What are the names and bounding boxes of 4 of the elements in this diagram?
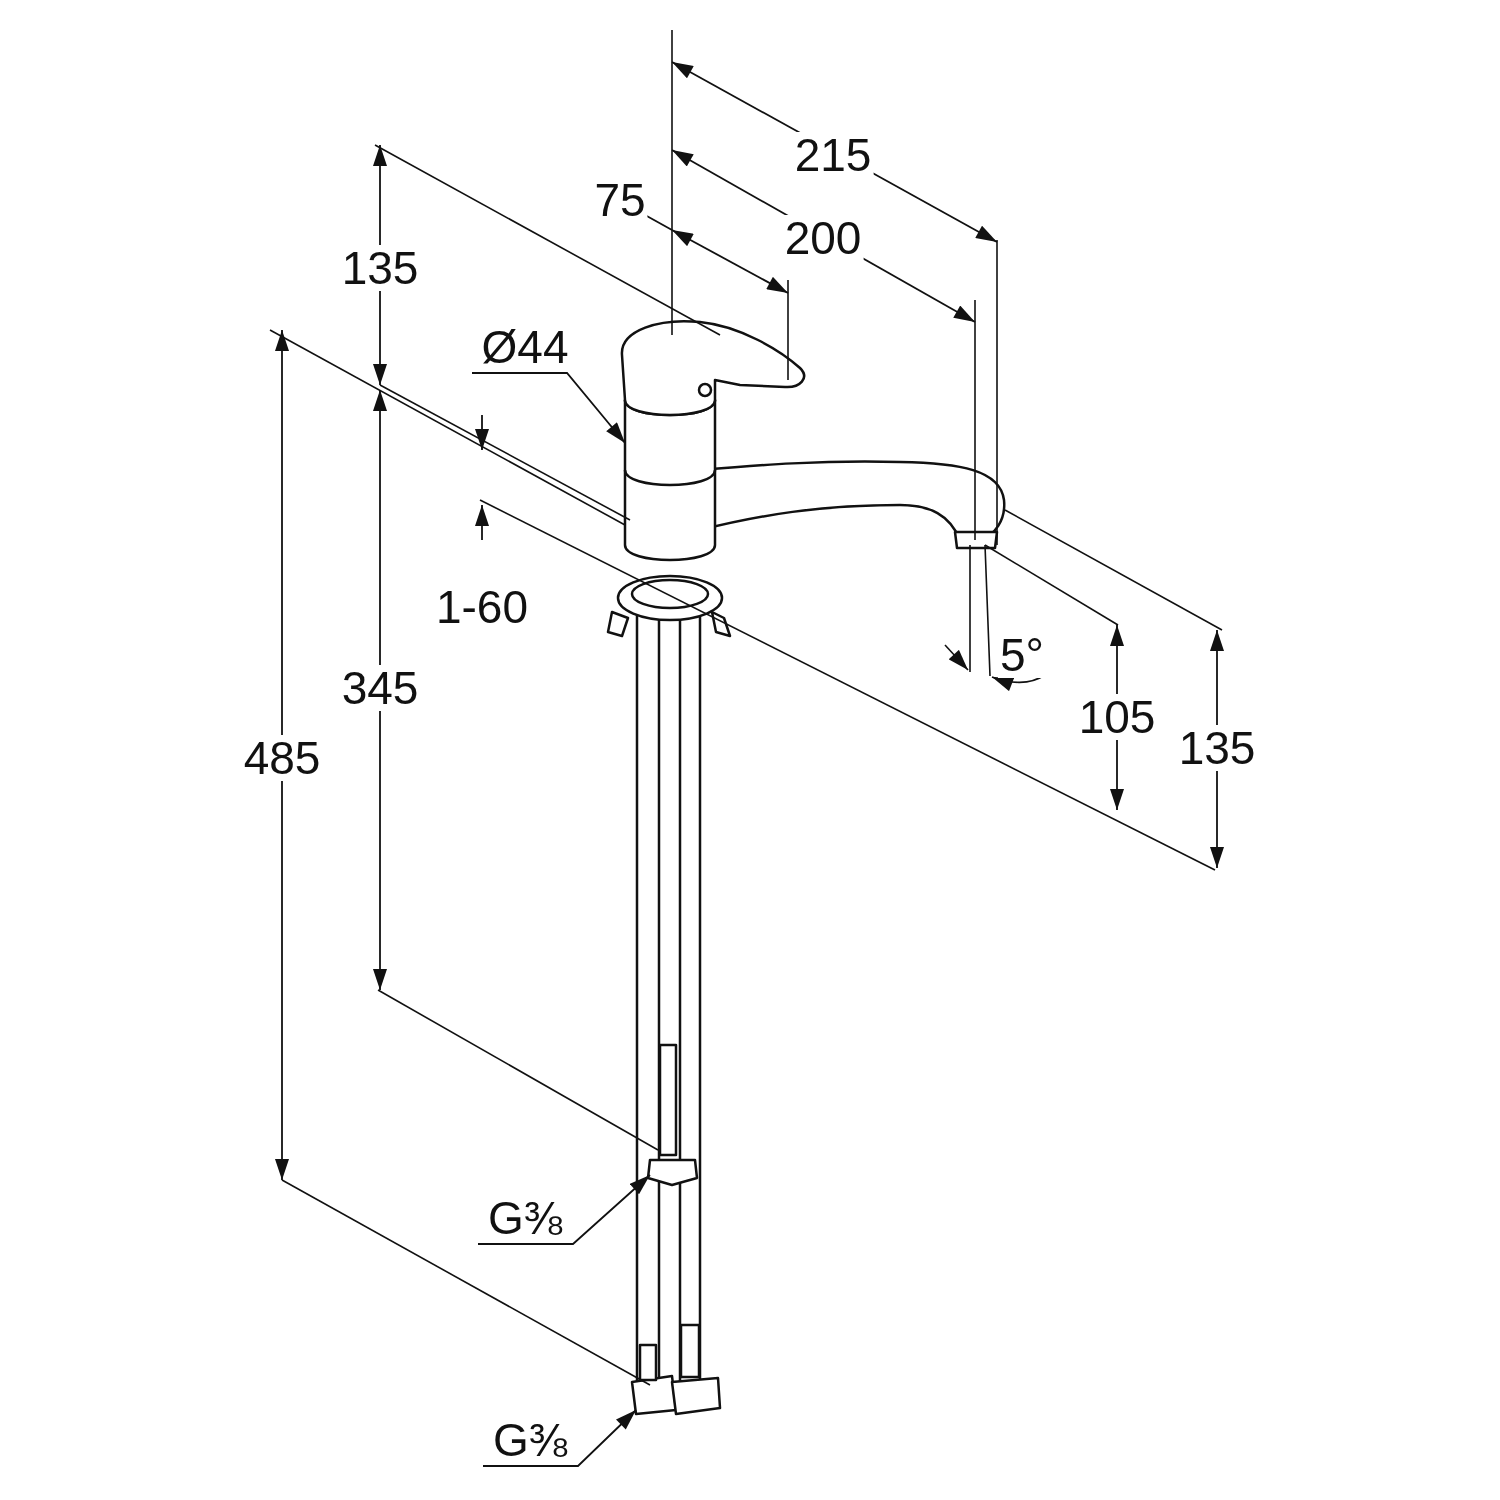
- dimension-label: 200: [782, 215, 864, 261]
- leader-line: [477, 1174, 651, 1245]
- leader-line: [471, 372, 626, 444]
- leader-line: [482, 1409, 637, 1467]
